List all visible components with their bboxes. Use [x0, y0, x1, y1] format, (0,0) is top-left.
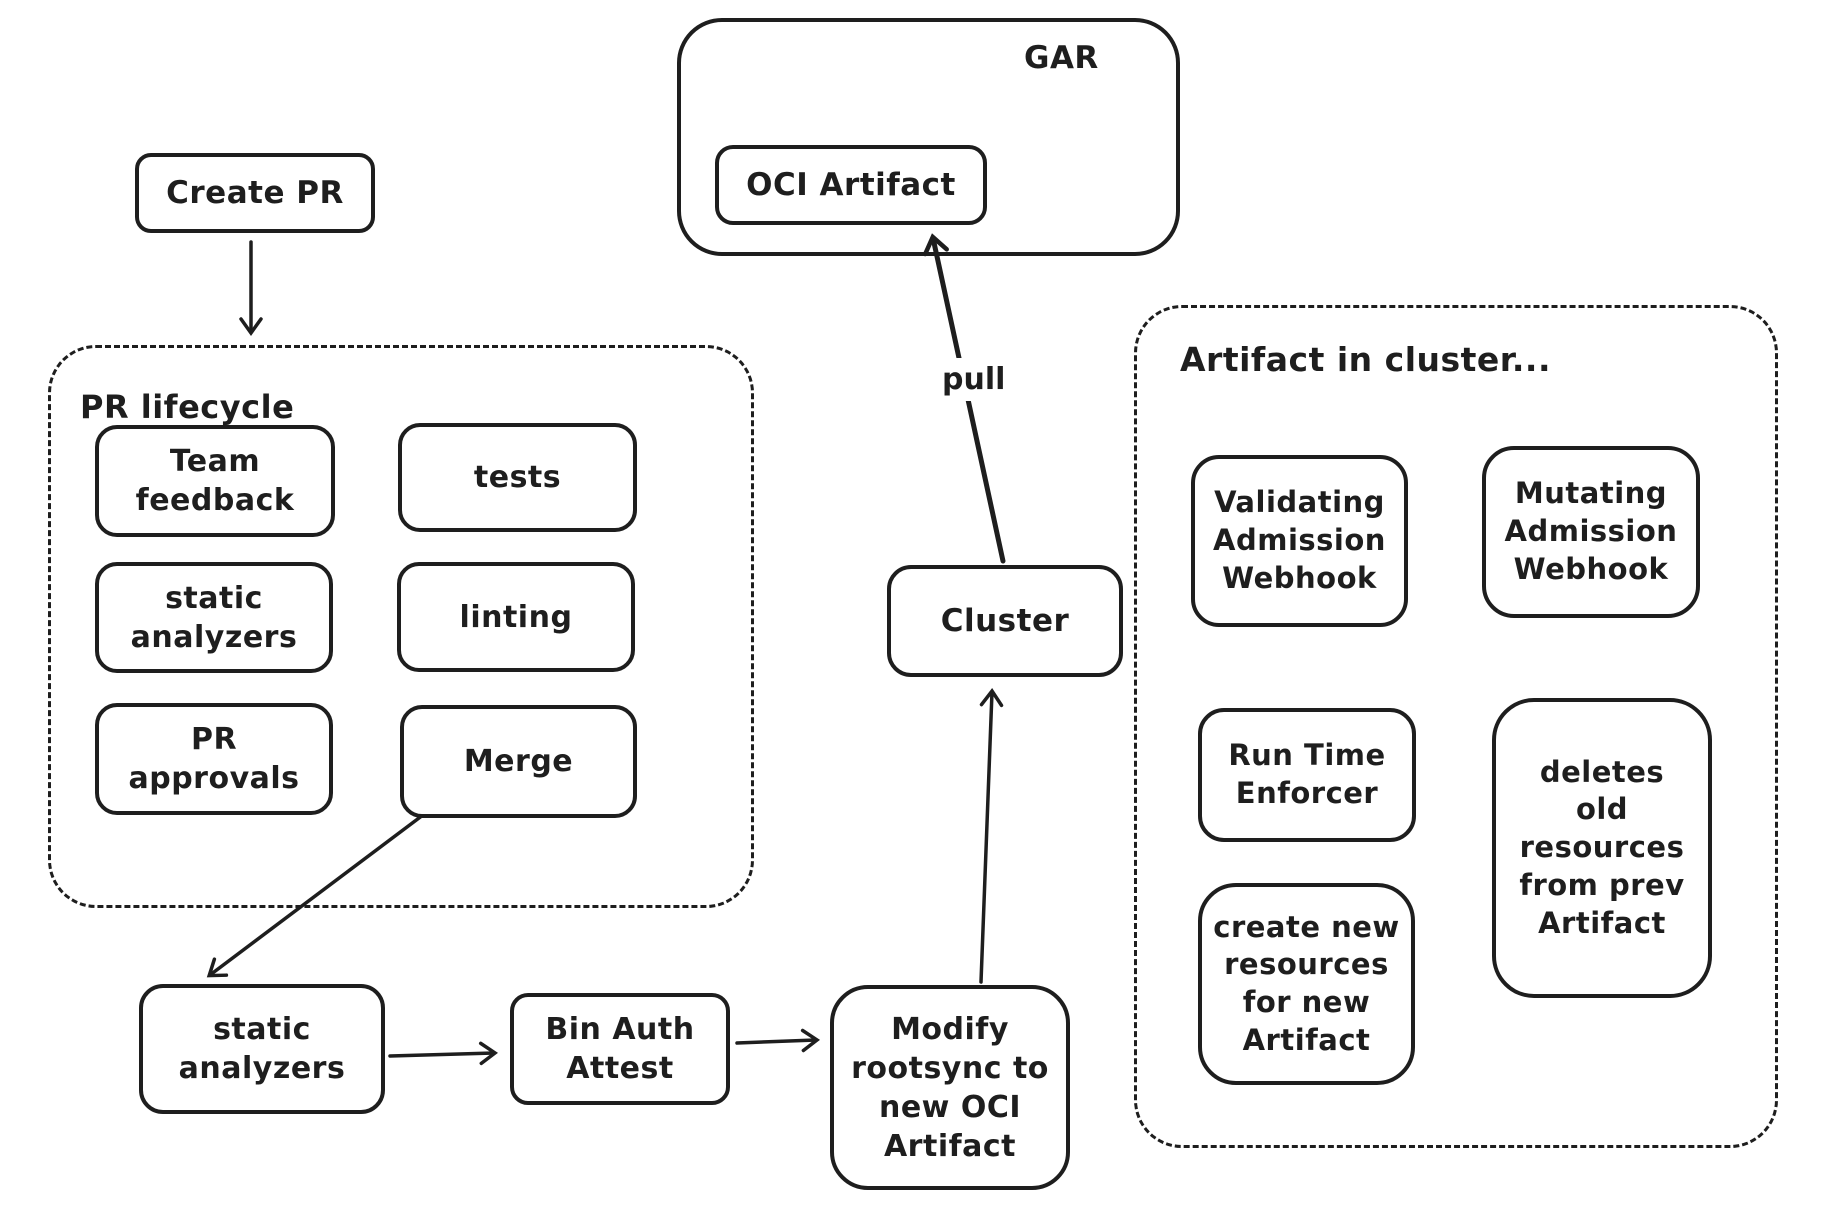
cluster-node: Cluster	[887, 565, 1123, 677]
static-analyzers-node: static analyzers	[95, 562, 333, 673]
team-feedback-node: Team feedback	[95, 425, 335, 537]
arrow-bin-auth-to-modify	[735, 1028, 821, 1053]
validating-admission-webhook-node: Validating Admission Webhook	[1191, 455, 1408, 627]
artifact-in-cluster-container	[1134, 305, 1778, 1148]
oci-artifact-node: OCI Artifact	[715, 145, 987, 225]
pr-lifecycle-container	[48, 345, 754, 908]
merge-node: Merge	[400, 705, 637, 818]
pull-arrow-label: pull	[932, 358, 1012, 401]
static-analyzers-bottom-node: static analyzers	[139, 984, 385, 1114]
create-pr-node: Create PR	[135, 153, 375, 233]
arrow-modify-to-cluster	[979, 687, 1004, 984]
linting-node: linting	[397, 562, 635, 672]
pr-lifecycle-title: PR lifecycle	[80, 388, 295, 426]
tests-node: tests	[398, 423, 637, 532]
arrow-static-analyzers-to-bin-auth	[388, 1041, 499, 1066]
modify-rootsync-node: Modify rootsync to new OCI Artifact	[830, 985, 1070, 1190]
gar-label: GAR	[1024, 40, 1099, 76]
bin-auth-attest-node: Bin Auth Attest	[510, 993, 730, 1105]
run-time-enforcer-node: Run Time Enforcer	[1198, 708, 1416, 842]
artifact-in-cluster-title: Artifact in cluster...	[1180, 340, 1551, 379]
pr-approvals-node: PR approvals	[95, 703, 333, 815]
create-new-resources-node: create new resources for new Artifact	[1198, 883, 1415, 1085]
arrow-merge-to-static-analyzers	[206, 810, 429, 978]
deletes-old-resources-node: deletes old resources from prev Artifact	[1492, 698, 1712, 998]
mutating-admission-webhook-node: Mutating Admission Webhook	[1482, 446, 1700, 618]
